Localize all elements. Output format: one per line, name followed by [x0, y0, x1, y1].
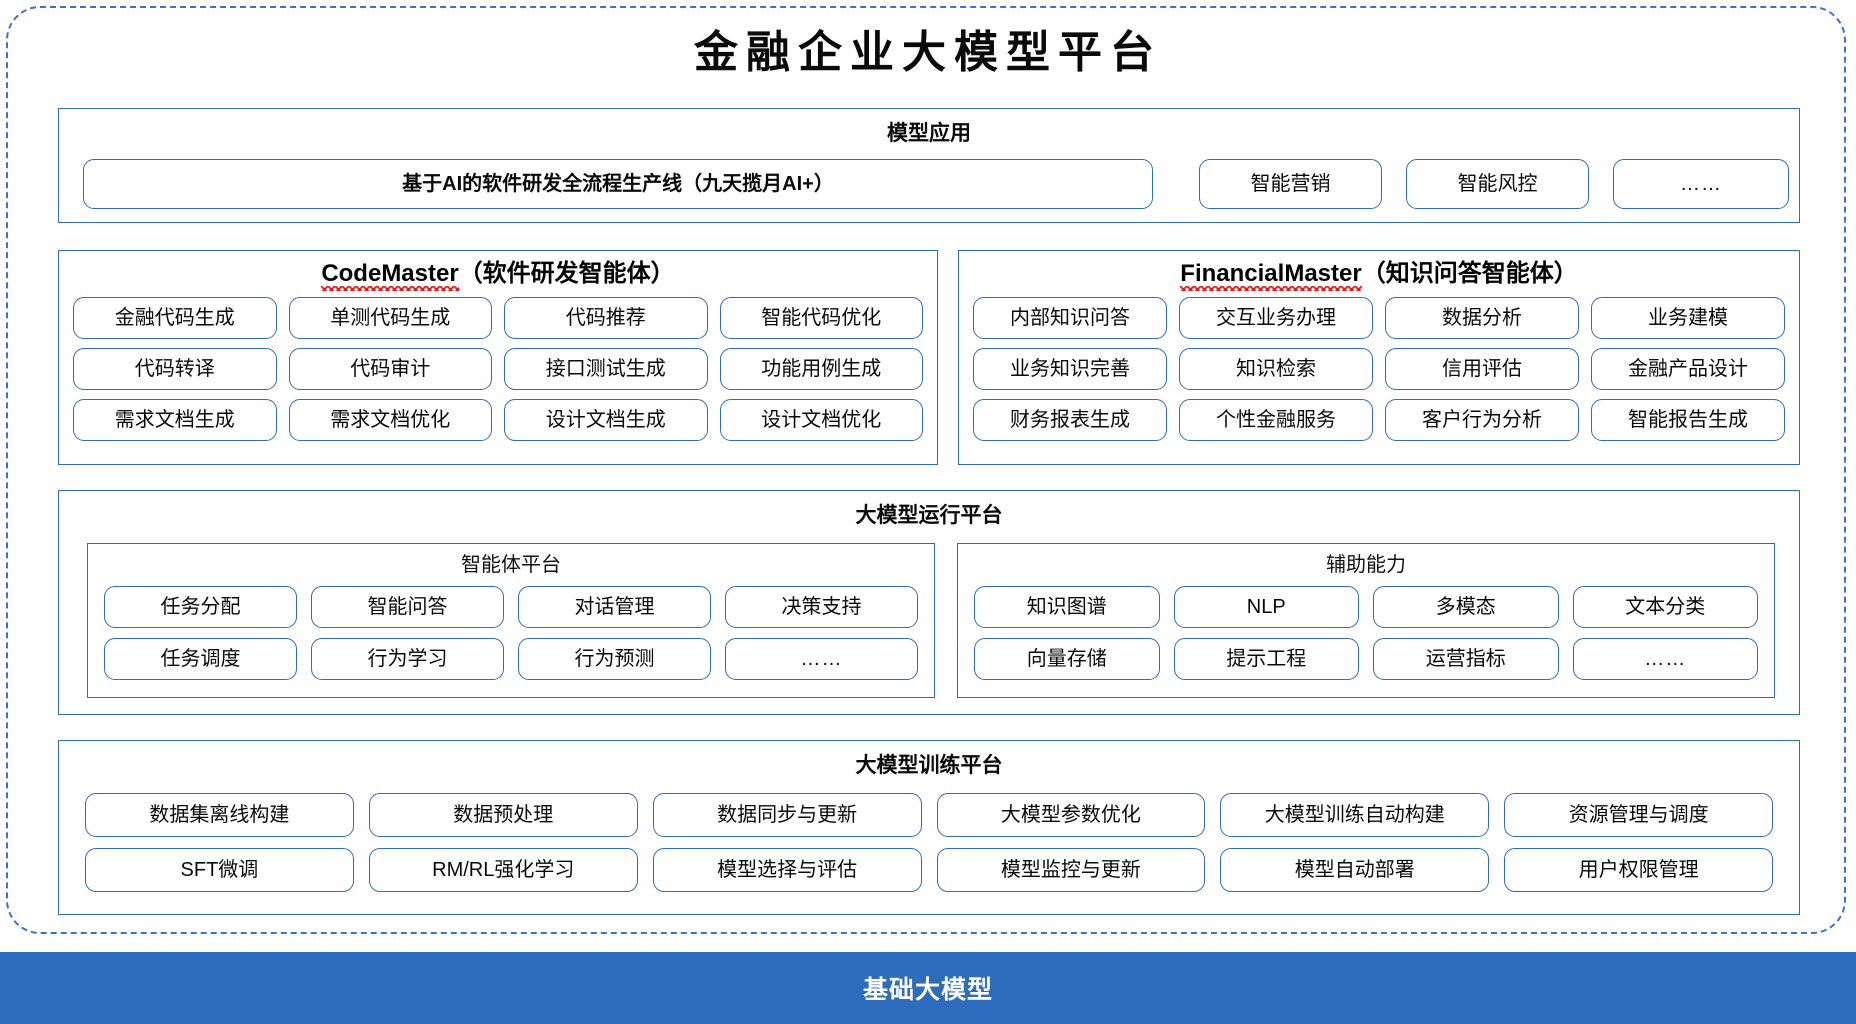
agent-item[interactable]: 金融代码生成: [73, 297, 277, 339]
section-runtime-platform: 大模型运行平台 智能体平台 任务分配 智能问答 对话管理 决策支持 任务调度 行…: [58, 490, 1800, 715]
runtime-item[interactable]: 多模态: [1373, 586, 1559, 628]
app-item-more[interactable]: ……: [1613, 159, 1789, 209]
app-item-smart-marketing[interactable]: 智能营销: [1199, 159, 1382, 209]
training-item[interactable]: 数据预处理: [368, 793, 638, 837]
auxiliary-capability-grid: 知识图谱 NLP 多模态 文本分类 向量存储 提示工程 运营指标 ……: [958, 586, 1774, 680]
agent-item[interactable]: 单测代码生成: [288, 297, 492, 339]
app-item-smart-risk-control[interactable]: 智能风控: [1406, 159, 1589, 209]
agent-item[interactable]: 智能报告生成: [1591, 399, 1785, 441]
agent-name-cn-codemaster: （软件研发智能体）: [458, 260, 675, 287]
section-agent-codemaster: CodeMaster（软件研发智能体） 金融代码生成 单测代码生成 代码推荐 智…: [58, 250, 938, 465]
subsection-auxiliary-capability: 辅助能力 知识图谱 NLP 多模态 文本分类 向量存储 提示工程 运营指标 ……: [957, 543, 1775, 698]
subsection-title-agent-platform: 智能体平台: [461, 554, 561, 576]
agent-item[interactable]: 客户行为分析: [1385, 399, 1579, 441]
agent-grid-financialmaster: 内部知识问答 交互业务办理 数据分析 业务建模 业务知识完善 知识检索 信用评估…: [959, 297, 1799, 441]
agent-name-cn-financialmaster: （知识问答智能体）: [1361, 260, 1578, 287]
training-item[interactable]: RM/RL强化学习: [368, 848, 638, 892]
section-model-application: 模型应用 基于AI的软件研发全流程生产线（九天揽月AI+） 智能营销 智能风控 …: [58, 108, 1800, 223]
runtime-item[interactable]: 任务调度: [104, 638, 297, 680]
agent-name-en-codemaster: CodeMaster: [321, 260, 460, 292]
agent-title-codemaster: CodeMaster（软件研发智能体）: [59, 260, 937, 292]
runtime-item[interactable]: 行为预测: [518, 638, 711, 680]
foundation-model-bar: 基础大模型: [0, 952, 1856, 1024]
training-item[interactable]: 模型自动部署: [1220, 848, 1490, 892]
runtime-item[interactable]: NLP: [1173, 586, 1359, 628]
model-application-row: 基于AI的软件研发全流程生产线（九天揽月AI+） 智能营销 智能风控 ……: [71, 159, 1789, 209]
agent-item[interactable]: 代码转译: [73, 348, 277, 390]
foundation-model-label: 基础大模型: [862, 976, 993, 1004]
agent-item[interactable]: 需求文档优化: [288, 399, 492, 441]
app-item-ai-rnd-pipeline[interactable]: 基于AI的软件研发全流程生产线（九天揽月AI+）: [83, 159, 1153, 209]
agent-item[interactable]: 数据分析: [1385, 297, 1579, 339]
training-item[interactable]: 大模型训练自动构建: [1220, 793, 1490, 837]
agent-item[interactable]: 内部知识问答: [973, 297, 1167, 339]
section-title-model-application: 模型应用: [887, 122, 971, 145]
training-item[interactable]: 数据集离线构建: [85, 793, 354, 837]
agent-item[interactable]: 代码推荐: [504, 297, 708, 339]
runtime-item[interactable]: 文本分类: [1572, 586, 1758, 628]
runtime-item[interactable]: 智能问答: [311, 586, 504, 628]
agent-item[interactable]: 设计文档生成: [504, 399, 708, 441]
agent-item[interactable]: 设计文档优化: [719, 399, 923, 441]
section-title-runtime-platform: 大模型运行平台: [855, 504, 1003, 527]
runtime-item[interactable]: 运营指标: [1373, 638, 1559, 680]
agent-item[interactable]: 代码审计: [288, 348, 492, 390]
subsection-title-auxiliary-capability: 辅助能力: [1326, 554, 1406, 576]
section-agent-financialmaster: FinancialMaster（知识问答智能体） 内部知识问答 交互业务办理 数…: [958, 250, 1800, 465]
runtime-item[interactable]: 对话管理: [518, 586, 711, 628]
agent-item[interactable]: 智能代码优化: [719, 297, 923, 339]
agent-grid-codemaster: 金融代码生成 单测代码生成 代码推荐 智能代码优化 代码转译 代码审计 接口测试…: [59, 297, 937, 441]
agent-item[interactable]: 信用评估: [1385, 348, 1579, 390]
agent-title-financialmaster: FinancialMaster（知识问答智能体）: [959, 260, 1799, 292]
training-item[interactable]: 大模型参数优化: [936, 793, 1206, 837]
agent-item[interactable]: 接口测试生成: [504, 348, 708, 390]
runtime-item[interactable]: 任务分配: [104, 586, 297, 628]
agent-name-en-financialmaster: FinancialMaster: [1180, 260, 1363, 292]
agent-item[interactable]: 金融产品设计: [1591, 348, 1785, 390]
training-item[interactable]: 模型监控与更新: [936, 848, 1206, 892]
section-title-training-platform: 大模型训练平台: [855, 754, 1003, 777]
training-item[interactable]: 数据同步与更新: [652, 793, 922, 837]
runtime-item[interactable]: 提示工程: [1173, 638, 1359, 680]
training-platform-grid: 数据集离线构建 数据预处理 数据同步与更新 大模型参数优化 大模型训练自动构建 …: [59, 793, 1799, 892]
agent-platform-grid: 任务分配 智能问答 对话管理 决策支持 任务调度 行为学习 行为预测 ……: [88, 586, 934, 680]
runtime-item[interactable]: 向量存储: [974, 638, 1160, 680]
agent-item[interactable]: 需求文档生成: [73, 399, 277, 441]
page-title: 金融企业大模型平台: [694, 28, 1162, 77]
runtime-item-more[interactable]: ……: [1572, 638, 1758, 680]
agent-item[interactable]: 知识检索: [1179, 348, 1373, 390]
training-item[interactable]: 模型选择与评估: [652, 848, 922, 892]
section-training-platform: 大模型训练平台 数据集离线构建 数据预处理 数据同步与更新 大模型参数优化 大模…: [58, 740, 1800, 915]
agent-item[interactable]: 个性金融服务: [1179, 399, 1373, 441]
training-item[interactable]: SFT微调: [85, 848, 354, 892]
agent-item[interactable]: 交互业务办理: [1179, 297, 1373, 339]
runtime-item[interactable]: 行为学习: [311, 638, 504, 680]
agent-item[interactable]: 业务建模: [1591, 297, 1785, 339]
subsection-agent-platform: 智能体平台 任务分配 智能问答 对话管理 决策支持 任务调度 行为学习 行为预测…: [87, 543, 935, 698]
agent-item[interactable]: 功能用例生成: [719, 348, 923, 390]
runtime-item[interactable]: 知识图谱: [974, 586, 1160, 628]
runtime-item[interactable]: 决策支持: [725, 586, 918, 628]
runtime-item-more[interactable]: ……: [725, 638, 918, 680]
agent-item[interactable]: 财务报表生成: [973, 399, 1167, 441]
training-item[interactable]: 资源管理与调度: [1504, 793, 1773, 837]
training-item[interactable]: 用户权限管理: [1504, 848, 1773, 892]
agent-item[interactable]: 业务知识完善: [973, 348, 1167, 390]
platform-outer-frame: [6, 6, 1846, 934]
